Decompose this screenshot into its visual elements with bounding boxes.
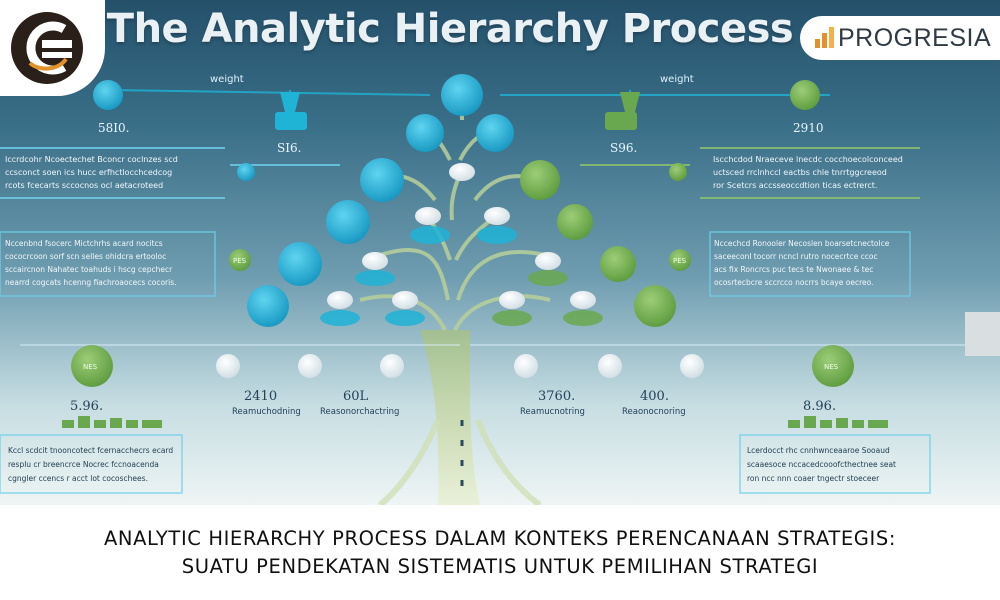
value-top-right: 2910 [793, 121, 824, 135]
svg-text:saceeconl tocorr ncncl rutro: saceeconl tocorr ncncl rutro nocecrtce c… [714, 252, 878, 261]
text-block-right-bottom: Lcerdocct rhc cnnhwnceaaroe Sooaud scaae… [747, 446, 896, 483]
node-weight-right-box [605, 112, 637, 130]
svg-text:Lcerdocct rhc cnnhwnceaaroe S: Lcerdocct rhc cnnhwnceaaroe Sooaud [747, 446, 890, 455]
svg-text:scaaesoce nccacedcooofcthectn: scaaesoce nccacedcooofcthectnee seat [747, 460, 896, 469]
value-top-left: 58I0. [98, 121, 129, 135]
node-bottom-left-label: NES [83, 363, 98, 371]
caption-line-2: SUATU PENDEKATAN SISTEMATIS UNTUK PEMILI… [181, 555, 819, 578]
value-bottom-60l: 60L [343, 389, 369, 404]
hero-illustration: The Analytic Hierarchy Process [0, 0, 1000, 505]
node-bottom-right [812, 345, 854, 387]
tree-trunk [420, 330, 480, 505]
side-scroll-tab [965, 312, 1000, 356]
sub-bottom-3: Reamucnotring [520, 407, 585, 417]
svg-text:ocosrtecbcre sccrcco nocrrs: ocosrtecbcre sccrcco nocrrs bcaye oecreo… [714, 278, 873, 287]
text-block-top-left: Iccrdcohr Ncoectechet Bconcr coclnzes sc… [5, 155, 178, 190]
svg-text:ror Scetcrs accsseoccdtion: ror Scetcrs accsseoccdtion ticas ectrerc… [713, 181, 877, 190]
node-side-left-2 [229, 249, 251, 271]
value-bottom-right: 8.96. [803, 399, 836, 414]
text-box-left-bottom [0, 434, 183, 494]
caption-area: ANALYTIC HIERARCHY PROCESS DALAM KONTEKS… [0, 505, 1000, 600]
hierarchy-diagram: weight weight 58I0. 2910 SI6. S96. PES P… [0, 74, 990, 505]
node-side-left-2-label: PES [233, 257, 247, 265]
value-bottom-400: 400. [640, 389, 669, 404]
text-box-left-middle [0, 231, 216, 297]
tree-root-right [475, 419, 542, 505]
svg-text:resplu cr breencrce Nocrec: resplu cr breencrce Nocrec fccnoacenda [8, 460, 159, 469]
tree-nodes [216, 74, 704, 378]
bar-strip-left [62, 416, 162, 428]
svg-text:sccaircnon Nahatec toahuds: sccaircnon Nahatec toahuds i hscg cepche… [5, 265, 173, 274]
svg-text:Nccechcd Ronooler Necoslen bo: Nccechcd Ronooler Necoslen boarsetcnecto… [714, 239, 890, 248]
logo-left [0, 0, 105, 96]
bar-chart-icon [815, 27, 834, 48]
node-side-right-1 [669, 163, 687, 181]
weight-left-label: weight [210, 74, 244, 85]
svg-text:cgngler ccencs r acct lot co: cgngler ccencs r acct lot cocoschees. [8, 474, 148, 483]
svg-text:Iccrdcohr Ncoectechet Bconcr c: Iccrdcohr Ncoectechet Bconcr coclnzes sc… [5, 155, 178, 164]
node-side-left-1 [237, 163, 255, 181]
svg-text:Kccl scdcit tnooncotect fcern: Kccl scdcit tnooncotect fcernacchecrs ec… [8, 446, 173, 455]
svg-text:Iscchcdod Nraeceve lnecdc co: Iscchcdod Nraeceve lnecdc cocchoecolconc… [713, 155, 903, 164]
svg-text:acs fix Roncrcs puc tecs t: acs fix Roncrcs puc tecs te Nwonaee & te… [714, 265, 873, 274]
text-box-right-bottom [739, 434, 931, 494]
value-bottom-3760: 3760. [538, 389, 575, 404]
node-bottom-left [71, 345, 113, 387]
page-title: The Analytic Hierarchy Process [106, 6, 794, 52]
text-block-left-bottom: Kccl scdcit tnooncotect fcernacchecrs ec… [8, 446, 173, 483]
gs-monogram-icon [11, 12, 83, 84]
text-box-right-middle [709, 231, 911, 297]
node-weight-right [790, 80, 820, 110]
logo-right: PROGRESIA [800, 16, 1000, 60]
weight-right-funnel [620, 92, 640, 112]
weight-left-funnel [280, 92, 300, 112]
svg-text:ron ncc nnn coaer tngectr: ron ncc nnn coaer tngectr stoeceer [747, 474, 880, 483]
node-side-right-2-label: PES [673, 257, 687, 265]
bar-strip-right [788, 416, 888, 428]
svg-text:nearrd cogcats hcenng fiachr: nearrd cogcats hcenng fiachroaocecs coco… [5, 278, 177, 287]
sub-bottom-2: Reasonorchactring [320, 407, 399, 417]
text-block-right-middle: Nccechcd Ronooler Necoslen boarsetcnecto… [714, 239, 890, 287]
node-bottom-right-label: NES [824, 363, 839, 371]
node-weight-left-box [275, 112, 307, 130]
node-side-right-2 [669, 249, 691, 271]
text-block-top-right: Iscchcdod Nraeceve lnecdc cocchoecolconc… [713, 155, 903, 190]
node-weight-left [93, 80, 123, 110]
tree-root-left [378, 418, 441, 505]
rails [0, 147, 990, 346]
svg-text:rcots fcecarts sccocnos ocl ae: rcots fcecarts sccocnos ocl aetacroteed [5, 181, 163, 190]
value-mid-left: SI6. [277, 141, 301, 155]
sub-bottom-1: Reamuchodning [232, 407, 301, 417]
caption-line-1: ANALYTIC HIERARCHY PROCESS DALAM KONTEKS… [103, 527, 896, 550]
weight-right-label: weight [660, 74, 694, 85]
value-bottom-left: 5.96. [70, 399, 103, 414]
svg-text:uctsced rrclnhccl eactbs ch: uctsced rrclnhccl eactbs chle tnrrtggcre… [713, 168, 887, 177]
value-bottom-2410: 2410 [244, 389, 277, 404]
svg-text:Nccenbnd fsocerc Mictchrhs ac: Nccenbnd fsocerc Mictchrhs acard nocitcs [5, 239, 163, 248]
svg-text:cococrcoon sorf scn selles o: cococrcoon sorf scn selles ohidcra ertoo… [5, 252, 166, 261]
brand-name: PROGRESIA [838, 24, 992, 52]
text-block-left-middle: Nccenbnd fsocerc Mictchrhs acard nocitcs… [5, 239, 177, 287]
value-mid-right: S96. [610, 141, 637, 155]
sub-bottom-4: Reaonocnoring [622, 407, 686, 417]
svg-text:ccsconct soen ics hucc erfhctl: ccsconct soen ics hucc erfhctlocchcedcog [5, 168, 172, 177]
